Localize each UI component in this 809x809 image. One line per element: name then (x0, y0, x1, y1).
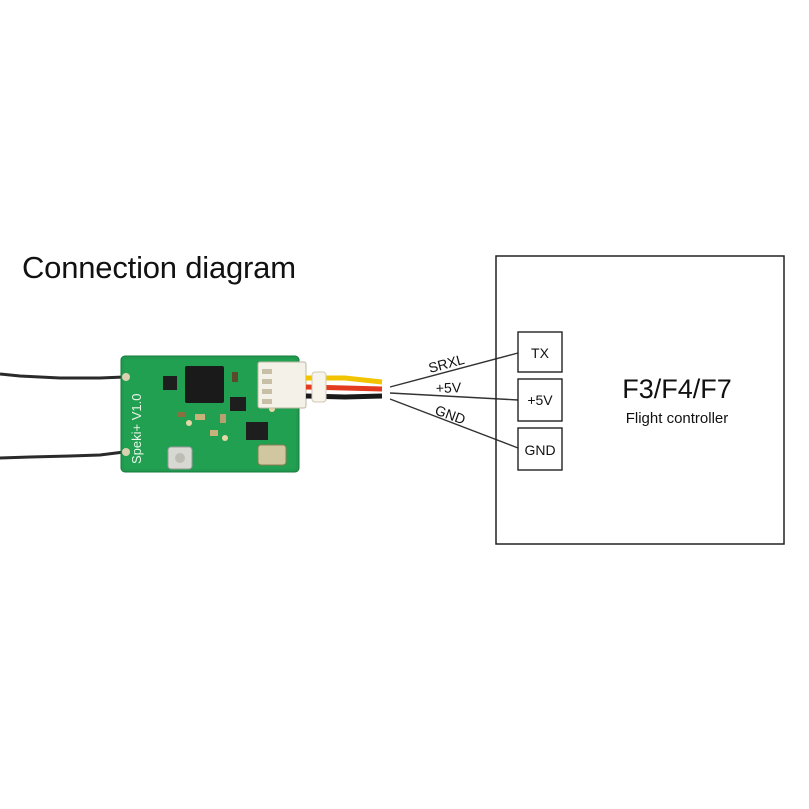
main-chip (185, 366, 224, 403)
wire-bundle (305, 371, 383, 403)
pin-box-tx (517, 331, 563, 373)
antenna-solder-point (122, 373, 130, 381)
wire-heatshrink (311, 371, 327, 403)
board-label: Speki+ V1.0 (129, 394, 144, 464)
smd-component (210, 430, 218, 436)
flight-controller: TX +5V GND F3/F4/F7 Flight controller (495, 255, 785, 545)
smd-component (220, 414, 226, 423)
pin-label-gnd: GND (524, 442, 555, 458)
bind-button-cap (175, 453, 185, 463)
smd-component (163, 376, 177, 390)
pin-box-5v (517, 378, 563, 422)
antenna-wire-top (0, 372, 125, 380)
flight-controller-caption: Flight controller (626, 410, 729, 427)
pin-label-5v: +5V (527, 392, 553, 408)
wire-label-5v: +5V (436, 379, 463, 396)
smd-component (232, 372, 238, 382)
smd-component (178, 412, 185, 417)
wire-label-gnd: GND (433, 402, 468, 428)
pin-label-tx: TX (531, 345, 550, 361)
receiver-board: Speki+ V1.0 (120, 355, 307, 473)
smd-component (246, 422, 268, 440)
solder-pad (222, 435, 228, 441)
flight-controller-model: F3/F4/F7 (622, 374, 732, 404)
smd-component (230, 397, 246, 411)
solder-pad (186, 420, 192, 426)
antenna-wire-bottom (0, 450, 125, 460)
crystal (257, 444, 287, 466)
antenna-solder-point (122, 448, 130, 456)
pin-box-gnd (517, 427, 563, 471)
flight-controller-box (495, 255, 785, 545)
diagram-title: Connection diagram (22, 250, 296, 285)
smd-component (195, 414, 205, 420)
